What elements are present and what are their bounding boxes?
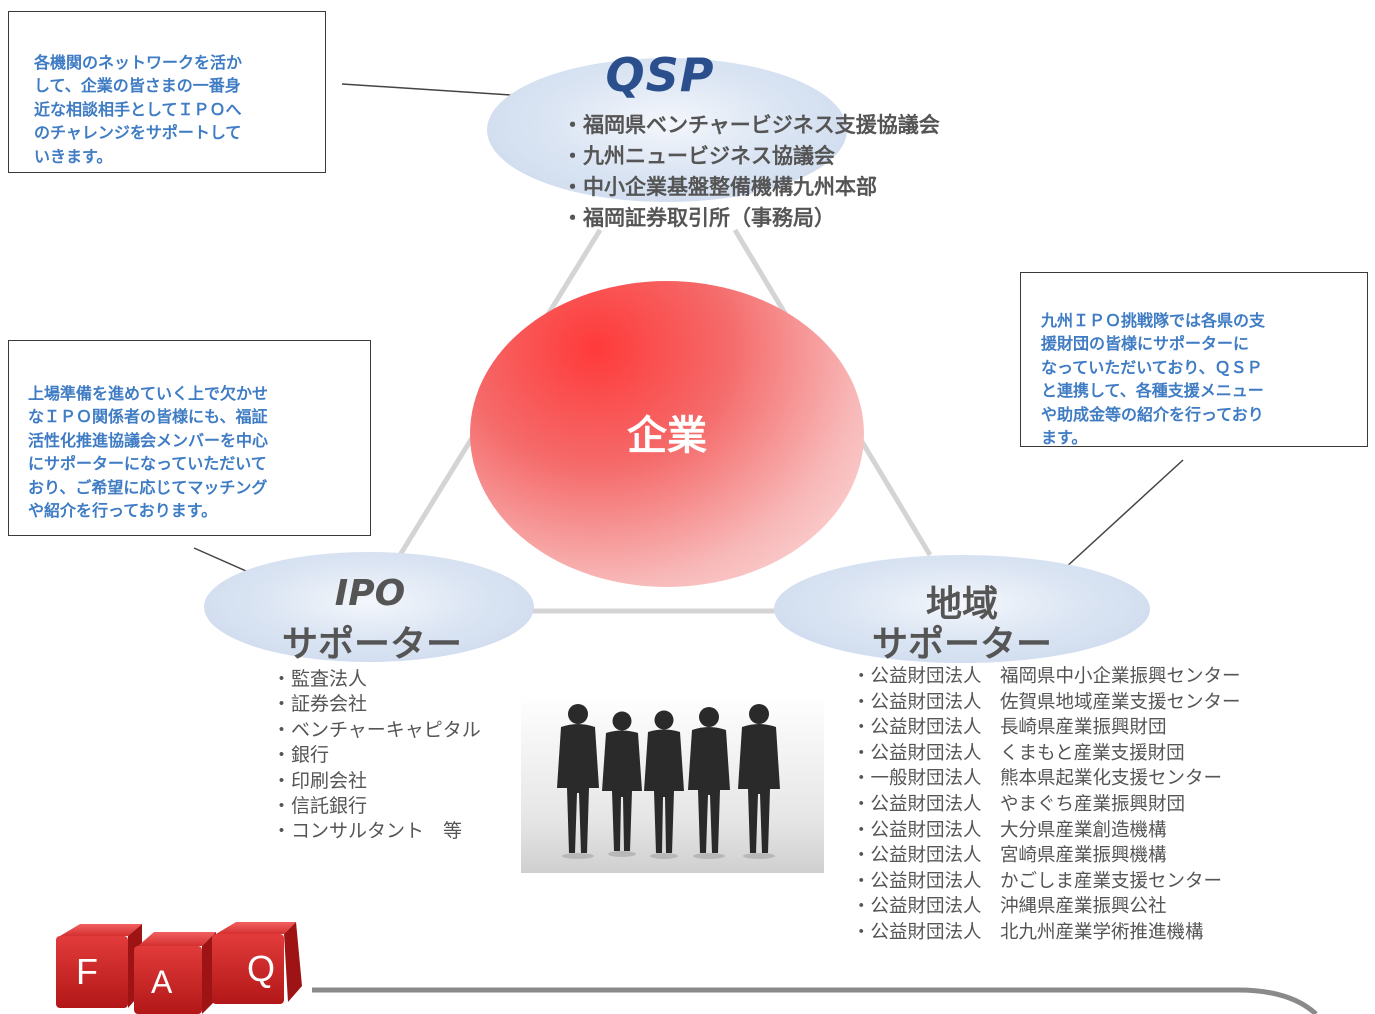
regional-ellipse — [774, 555, 1150, 663]
qsp-title: QSP — [605, 48, 715, 102]
business-people-image — [521, 693, 824, 873]
regional-supporter-item: ・公益財団法人 大分県産業創造機構 — [852, 819, 1167, 841]
regional-callout-text: 九州ＩＰＯ挑戦隊では各県の支 援財団の皆様にサポーターに なっていただいており、… — [1041, 310, 1266, 448]
ipo-callout: 上場準備を進めていく上で欠かせ なＩＰＯ関係者の皆様にも、福証 活性化推進協議会… — [8, 340, 371, 536]
ipo-supporter-item: ・証券会社 — [272, 693, 368, 716]
regional-supporter-item: ・公益財団法人 福岡県中小企業振興センター — [852, 666, 1241, 687]
regional-supporter-item: ・公益財団法人 やまぐち産業振興財団 — [852, 793, 1186, 815]
faq-letter-a: A — [151, 964, 173, 1000]
ipo-supporter-item: ・信託銀行 — [272, 795, 368, 818]
regional-supporter-item: ・公益財団法人 北九州産業学術推進機構 — [852, 921, 1204, 943]
company-label: 企業 — [627, 413, 707, 459]
ipo-supporter-item: ・コンサルタント 等 — [272, 820, 463, 843]
regional-supporter-item: ・一般財団法人 熊本県起業化支援センター — [852, 768, 1223, 790]
faq-letter-f: F — [76, 951, 98, 992]
faq-letter-q: Q — [247, 948, 276, 989]
regional-supporter-item: ・公益財団法人 くまもと産業支援財団 — [852, 742, 1185, 764]
regional-callout: 九州ＩＰＯ挑戦隊では各県の支 援財団の皆様にサポーターに なっていただいており、… — [1020, 272, 1368, 447]
regional-supporter-item: ・公益財団法人 宮崎県産業振興機構 — [852, 845, 1167, 867]
regional-supporters-title-line2: サポーター — [871, 624, 1052, 665]
qsp-member: ・九州ニュービジネス協議会 — [562, 144, 835, 168]
qsp-member-list: ・福岡県ベンチャービジネス支援協議会 ・九州ニュービジネス協議会 ・中小企業基盤… — [562, 110, 940, 234]
regional-supporter-item: ・公益財団法人 佐賀県地域産業支援センター — [852, 691, 1241, 713]
ipo-supporters-title-line2: サポーター — [281, 624, 462, 665]
ipo-supporter-item: ・監査法人 — [272, 668, 368, 690]
qsp-member: ・福岡県ベンチャービジネス支援協議会 — [562, 113, 940, 137]
ipo-supporters-title-line1: IPO — [334, 573, 406, 614]
faq-dice-icon — [56, 922, 302, 1014]
ipo-ellipse — [204, 552, 534, 662]
regional-supporters-title-line1: 地域 — [925, 584, 998, 625]
qsp-ellipse — [487, 58, 847, 202]
ipo-supporter-item: ・銀行 — [272, 744, 330, 767]
qsp-member: ・福岡証券取引所（事務局） — [562, 206, 835, 230]
regional-supporter-item: ・公益財団法人 沖縄県産業振興公社 — [852, 896, 1167, 918]
qsp-member: ・中小企業基盤整備機構九州本部 — [562, 175, 877, 199]
ipo-callout-text: 上場準備を進めていく上で欠かせ なＩＰＯ関係者の皆様にも、福証 活性化推進協議会… — [28, 383, 269, 521]
company-circle — [470, 281, 864, 587]
faq-section-bar — [312, 987, 1318, 1014]
qsp-callout: 各機関のネットワークを活か して、企業の皆さまの一番身 近な相談相手としてＩＰＯ… — [8, 11, 326, 173]
ipo-supporter-item: ・印刷会社 — [272, 769, 368, 792]
ipo-supporter-list: ・監査法人 ・証券会社 ・ベンチャーキャピタル ・銀行 ・印刷会社 ・信託銀行 … — [272, 667, 481, 845]
regional-supporter-item: ・公益財団法人 長崎県産業振興財団 — [852, 717, 1167, 739]
ipo-supporter-item: ・ベンチャーキャピタル — [272, 718, 481, 741]
regional-supporter-item: ・公益財団法人 かごしま産業支援センター — [852, 870, 1223, 892]
regional-supporter-list: ・公益財団法人 福岡県中小企業振興センター ・公益財団法人 佐賀県地域産業支援セ… — [852, 664, 1241, 946]
qsp-callout-text: 各機関のネットワークを活か して、企業の皆さまの一番身 近な相談相手としてＩＰＯ… — [34, 52, 243, 166]
